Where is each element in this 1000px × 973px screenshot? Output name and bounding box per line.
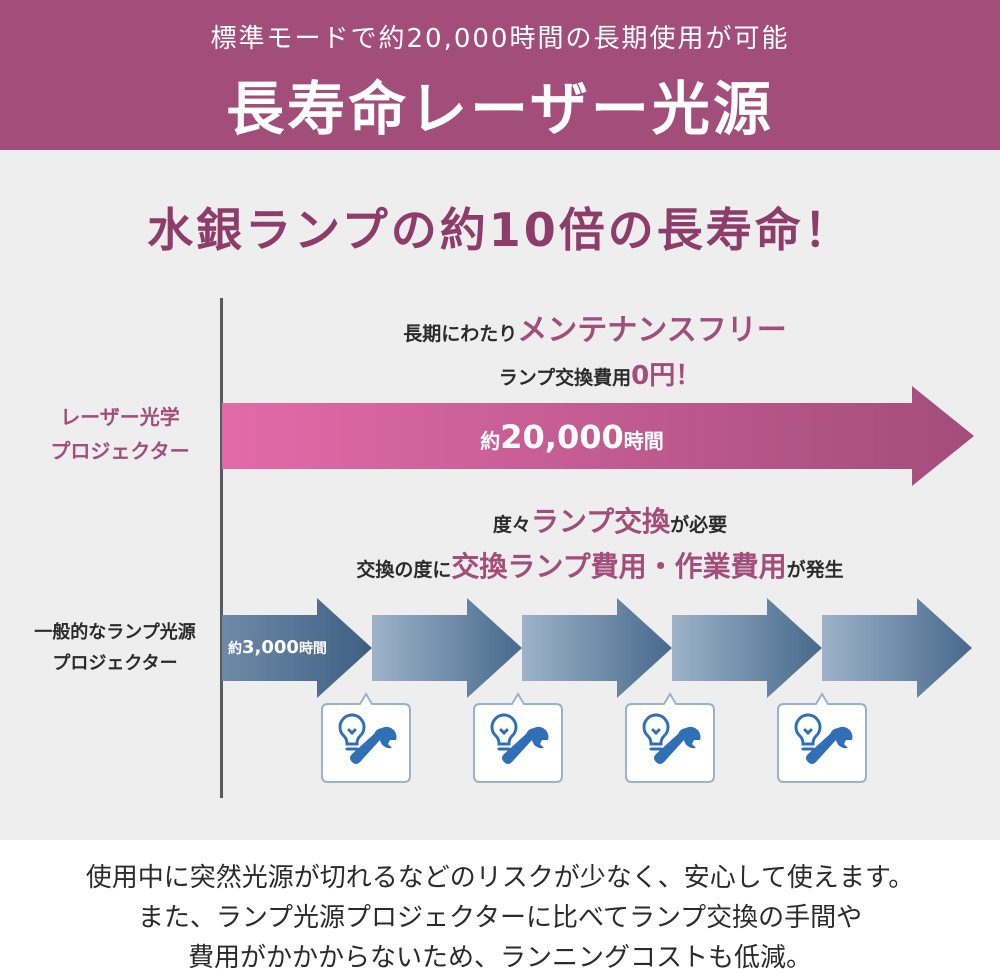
lamp-cycle-arrow-4 [672,598,822,698]
lamp-drawback-text-post: が必要 [670,514,728,536]
lamp-lifetime-prefix: 約 [228,641,242,657]
laser-benefit-highlight: メンテナンスフリー [517,313,787,348]
lamp-lifetime-unit: 時間 [298,641,327,657]
lamp-replacement-icon-2 [473,692,563,783]
lamp-cost-text-pre: 交換の度に [356,559,452,581]
lamp-drawback-highlight: ランプ交換 [530,505,671,538]
lamp-replacement-icon-1 [321,692,411,783]
lamp-label-line-2: プロジェクター [52,652,178,674]
lamp-drawback-line-1: 度々ランプ交換が必要 [420,500,800,540]
laser-benefit-text: 長期にわたり [403,323,518,345]
lamp-replacement-icon-3 [625,692,715,783]
laser-benefit-line-2: ランプ交換費用0円！ [470,355,730,392]
lightbulb-icon [490,713,518,751]
wrench-icon [654,726,701,764]
lamp-cycle-arrow-5 [822,598,972,698]
lamp-lifetime-label: 約3,000時間 [228,637,327,658]
laser-projector-label: レーザー光学 プロジェクター [30,400,210,468]
wrench-icon [806,726,853,764]
bottom-description: 使用中に突然光源が切れるなどのリスクが少なく、安心して使えます。 また、ランプ光… [0,858,1000,973]
lamp-replacement-icon-4 [777,692,867,783]
description-line-2: また、ランプ光源プロジェクターに比べてランプ交換の手間や [137,903,863,933]
laser-label-line-2: プロジェクター [50,439,190,463]
laser-lifetime-unit: 時間 [623,429,664,453]
laser-label-line-1: レーザー光学 [60,405,180,429]
wrench-icon [350,726,397,764]
lamp-cycle-arrow-2 [372,598,522,698]
lamp-cycle-arrow-3 [522,598,672,698]
laser-cost-text: ランプ交換費用 [498,367,632,389]
header-banner: 標準モードで約20,000時間の長期使用が可能 長寿命レーザー光源 [0,0,1000,150]
laser-lifetime-label: 約20,000時間 [222,418,922,456]
laser-lifetime-arrow [222,386,974,486]
header-title: 長寿命レーザー光源 [226,75,774,143]
wrench-icon [502,726,549,764]
lamp-projector-label: 一般的なランプ光源 プロジェクター [15,618,215,679]
lamp-label-line-1: 一般的なランプ光源 [34,622,196,643]
laser-cost-highlight: 0円！ [631,361,702,391]
lightbulb-icon [642,713,670,751]
lamp-cycle-arrow-1 [222,598,372,698]
lamp-drawback-line-2: 交換の度に交換ランプ費用・作業費用が発生 [300,545,900,585]
description-line-3: 費用がかかからないため、ランニングコストも低減。 [187,943,812,973]
lamp-lifetime-value: 3,000 [242,637,299,658]
laser-lifetime-value: 20,000 [500,418,624,456]
headline: 水銀ランプの約10倍の長寿命！ [147,203,853,257]
lightbulb-icon [338,713,366,751]
description-line-1: 使用中に突然光源が切れるなどのリスクが少なく、安心して使えます。 [85,863,915,893]
lightbulb-icon [794,713,822,751]
lamp-drawback-text-pre: 度々 [492,514,531,536]
header-subtitle: 標準モードで約20,000時間の長期使用が可能 [210,24,790,54]
laser-benefit-line-1: 長期にわたりメンテナンスフリー [385,305,805,349]
axis-line [220,298,223,798]
laser-lifetime-prefix: 約 [480,429,501,453]
lamp-cost-text-post: が発生 [786,559,844,581]
lamp-cost-highlight: 交換ランプ費用・作業費用 [451,550,787,583]
